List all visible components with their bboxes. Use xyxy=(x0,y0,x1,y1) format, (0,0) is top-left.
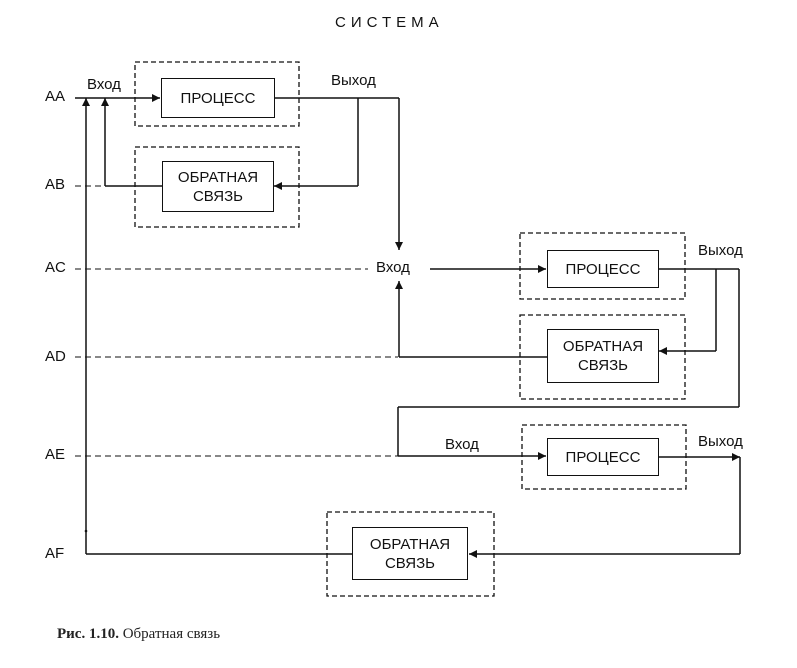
feedback-box-2: ОБРАТНАЯ СВЯЗЬ xyxy=(547,329,659,383)
input-label-1: Вход xyxy=(87,76,121,93)
process-box-3: ПРОЦЕСС xyxy=(547,438,659,476)
output-label-2: Выход xyxy=(698,242,743,259)
feedback-box-1: ОБРАТНАЯ СВЯЗЬ xyxy=(162,161,274,212)
feedback-box-3: ОБРАТНАЯ СВЯЗЬ xyxy=(352,527,468,580)
process-box-2: ПРОЦЕСС xyxy=(547,250,659,288)
row-label-ab: AB xyxy=(45,176,66,193)
output-label-3: Выход xyxy=(698,433,743,450)
dashed-frame-process-2 xyxy=(519,232,686,300)
row-label-ac: AC xyxy=(45,259,66,276)
dashed-frame-process-1 xyxy=(134,61,300,127)
process-box-1: ПРОЦЕСС xyxy=(161,78,275,118)
row-label-ae: AE xyxy=(45,446,66,463)
caption-number: Рис. 1.10. xyxy=(57,626,119,642)
row-label-ad: AD xyxy=(45,348,66,365)
row-label-af: AF xyxy=(45,545,65,562)
system-title: СИСТЕМА xyxy=(335,14,444,31)
dashed-frame-feedback-1 xyxy=(134,146,300,228)
caption-text: Обратная связь xyxy=(122,626,221,642)
row-label-aa: AA xyxy=(45,88,66,105)
output-label-1: Выход xyxy=(331,72,376,89)
input-label-2: Вход xyxy=(376,259,410,276)
figure-caption: Рис. 1.10. Обратная связь xyxy=(57,626,220,643)
input-label-3: Вход xyxy=(445,436,479,453)
